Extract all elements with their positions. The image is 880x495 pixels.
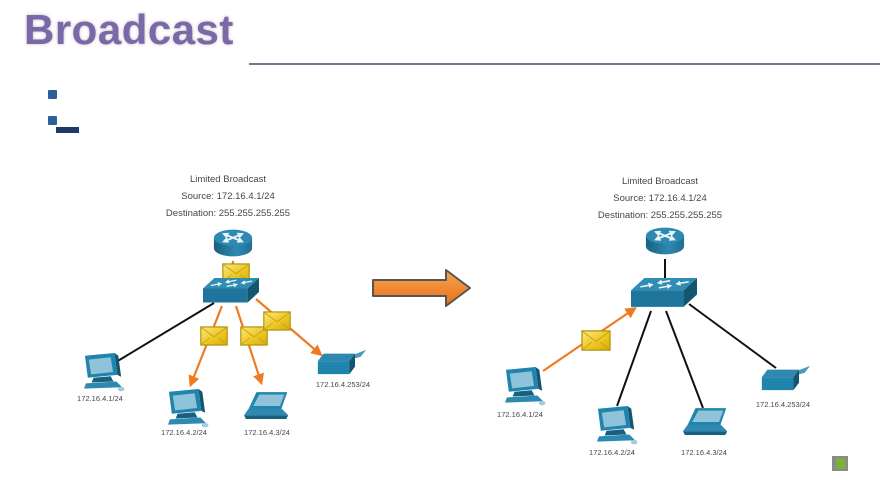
- diagram-heading: Limited Broadcast: [190, 174, 266, 185]
- transition-arrow-icon: [372, 269, 471, 307]
- device-label-printer: 172.16.4.253/24: [756, 400, 810, 409]
- page-title: Broadcast: [24, 6, 234, 53]
- diagram-heading: Limited Broadcast: [622, 176, 698, 187]
- diagram-left-card: Limited Broadcast Source: 172.16.4.1/24 …: [64, 166, 383, 447]
- device-label-pc2: 172.16.4.2/24: [161, 428, 207, 437]
- desktop-pc-icon: [505, 366, 546, 406]
- bullet-square-icon: [48, 116, 57, 125]
- device-label-pc1: 172.16.4.1/24: [497, 410, 543, 419]
- diagram-source-line: Source: 172.16.4.1/24: [181, 191, 275, 202]
- diagram-destination-line: Destination: 255.255.255.255: [598, 210, 722, 221]
- device-label-pc2: 172.16.4.2/24: [589, 448, 635, 457]
- printer-icon: [317, 349, 367, 375]
- link-switch-printer: [688, 303, 777, 369]
- desktop-pc-icon: [84, 352, 125, 392]
- switch-icon: [631, 278, 697, 307]
- router-icon: [214, 230, 252, 257]
- packet-envelope-icon: [581, 330, 611, 351]
- diagram-source-line: Source: 172.16.4.1/24: [613, 193, 707, 204]
- bullet-text-fragment-bar: [56, 127, 79, 133]
- switch-icon: [203, 278, 259, 303]
- device-label-laptop: 172.16.4.3/24: [244, 428, 290, 437]
- laptop-icon: [683, 408, 728, 436]
- desktop-pc-icon: [597, 405, 638, 445]
- diagram-right-canvas: Limited Broadcast Source: 172.16.4.1/24 …: [497, 176, 811, 457]
- corner-logo-green-square: [836, 458, 846, 469]
- link-switch-pc2: [616, 310, 652, 407]
- device-label-laptop: 172.16.4.3/24: [681, 448, 727, 457]
- printer-icon: [761, 365, 811, 391]
- desktop-pc-icon: [168, 388, 209, 428]
- router-icon: [646, 228, 684, 255]
- packet-envelope-icon: [240, 326, 268, 346]
- diagram-destination-line: Destination: 255.255.255.255: [166, 208, 290, 219]
- bullet-square-icon: [48, 90, 57, 99]
- device-label-pc1: 172.16.4.1/24: [77, 394, 123, 403]
- device-label-printer: 172.16.4.253/24: [316, 380, 370, 389]
- corner-logo-icon: [832, 456, 848, 471]
- diagram-right-card: Limited Broadcast Source: 172.16.4.1/24 …: [479, 168, 833, 462]
- diagram-left-canvas: Limited Broadcast Source: 172.16.4.1/24 …: [77, 174, 370, 437]
- packet-envelope-icon: [263, 311, 291, 331]
- link-switch-laptop: [665, 310, 704, 409]
- title-underline-rule: [249, 63, 880, 65]
- link-switch-pc1: [115, 302, 215, 363]
- laptop-icon: [244, 392, 289, 420]
- packet-envelope-icon: [200, 326, 228, 346]
